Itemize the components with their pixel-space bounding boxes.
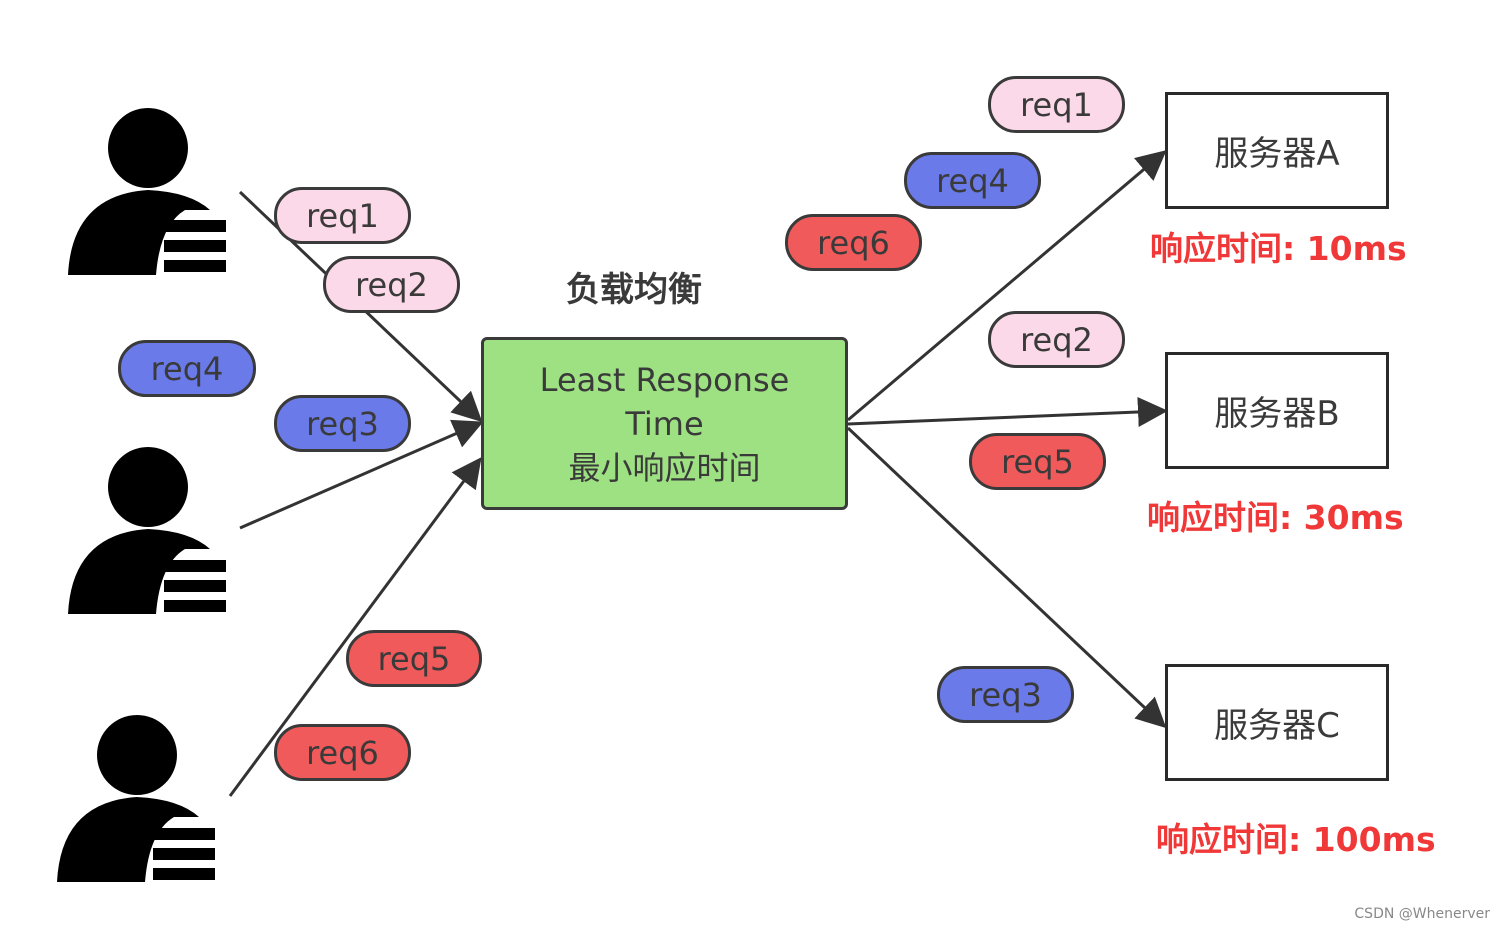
watermark: CSDN @Whenerver [1354, 906, 1490, 922]
balancer-line-1: Least Response [539, 360, 790, 399]
diagram-title: 负载均衡 [566, 270, 702, 310]
server-a-box: 服务器A [1165, 92, 1389, 209]
user-icon-2 [68, 447, 226, 614]
request-pill-req5-in: req5 [346, 630, 482, 687]
request-pill-req2-in: req2 [323, 256, 460, 313]
user-icon-1 [68, 108, 226, 275]
server-b-response-time: 响应时间: 30ms [1147, 498, 1404, 537]
server-a-response-time: 响应时间: 10ms [1150, 229, 1407, 268]
request-pill-req4-out: req4 [904, 152, 1041, 209]
arrow-user3-balancer [228, 457, 482, 797]
load-balancer-box: Least Response Time 最小响应时间 [481, 337, 848, 510]
request-pill-req1-in: req1 [274, 187, 411, 244]
balancer-line-3: 最小响应时间 [568, 448, 761, 487]
arrow-balancer-serverC [846, 426, 1167, 729]
request-pill-req5-out: req5 [969, 433, 1106, 490]
request-pill-req3-in: req3 [274, 395, 411, 452]
balancer-line-2: Time [625, 404, 704, 443]
request-pill-req1-out: req1 [988, 76, 1125, 133]
request-pill-req6-in: req6 [274, 724, 411, 781]
user-icon-3 [57, 715, 215, 882]
request-pill-req6-out: req6 [785, 214, 922, 271]
server-c-response-time: 响应时间: 100ms [1156, 820, 1436, 859]
server-c-box: 服务器C [1165, 664, 1389, 781]
arrow-user2-balancer [239, 419, 484, 530]
request-pill-req4-in: req4 [118, 340, 256, 397]
request-pill-req2-out: req2 [988, 311, 1125, 368]
request-pill-req3-out: req3 [937, 666, 1074, 723]
server-b-box: 服务器B [1165, 352, 1389, 469]
arrow-balancer-serverA [847, 150, 1167, 422]
arrow-balancer-serverB [847, 397, 1168, 427]
